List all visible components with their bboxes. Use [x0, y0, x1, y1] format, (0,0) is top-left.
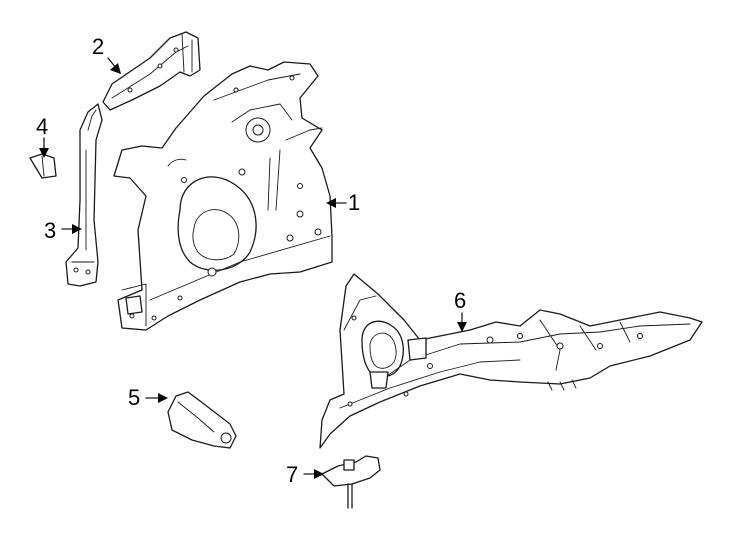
callout-label-4: 4 [36, 114, 48, 139]
part-7-mount [321, 455, 381, 509]
callout-4: 4 [36, 114, 49, 158]
callout-3: 3 [44, 218, 82, 243]
callout-6: 6 [454, 288, 467, 332]
part-1-wheelhouse [113, 61, 333, 331]
callout-1: 1 [326, 190, 360, 215]
callout-5: 5 [128, 385, 168, 410]
callout-2: 2 [92, 34, 121, 74]
part-3-pillar [65, 103, 103, 287]
callout-label-3: 3 [44, 218, 56, 243]
callout-label-2: 2 [92, 34, 104, 59]
part-4-clip [29, 153, 57, 179]
callout-label-7: 7 [286, 462, 298, 487]
callout-label-1: 1 [348, 190, 360, 215]
callout-label-6: 6 [454, 288, 466, 313]
callout-label-5: 5 [128, 385, 140, 410]
part-6-frame-rail [319, 273, 703, 449]
part-5-bracket [167, 391, 237, 449]
part-2-upper-rail [102, 31, 201, 111]
callout-7: 7 [286, 462, 324, 487]
